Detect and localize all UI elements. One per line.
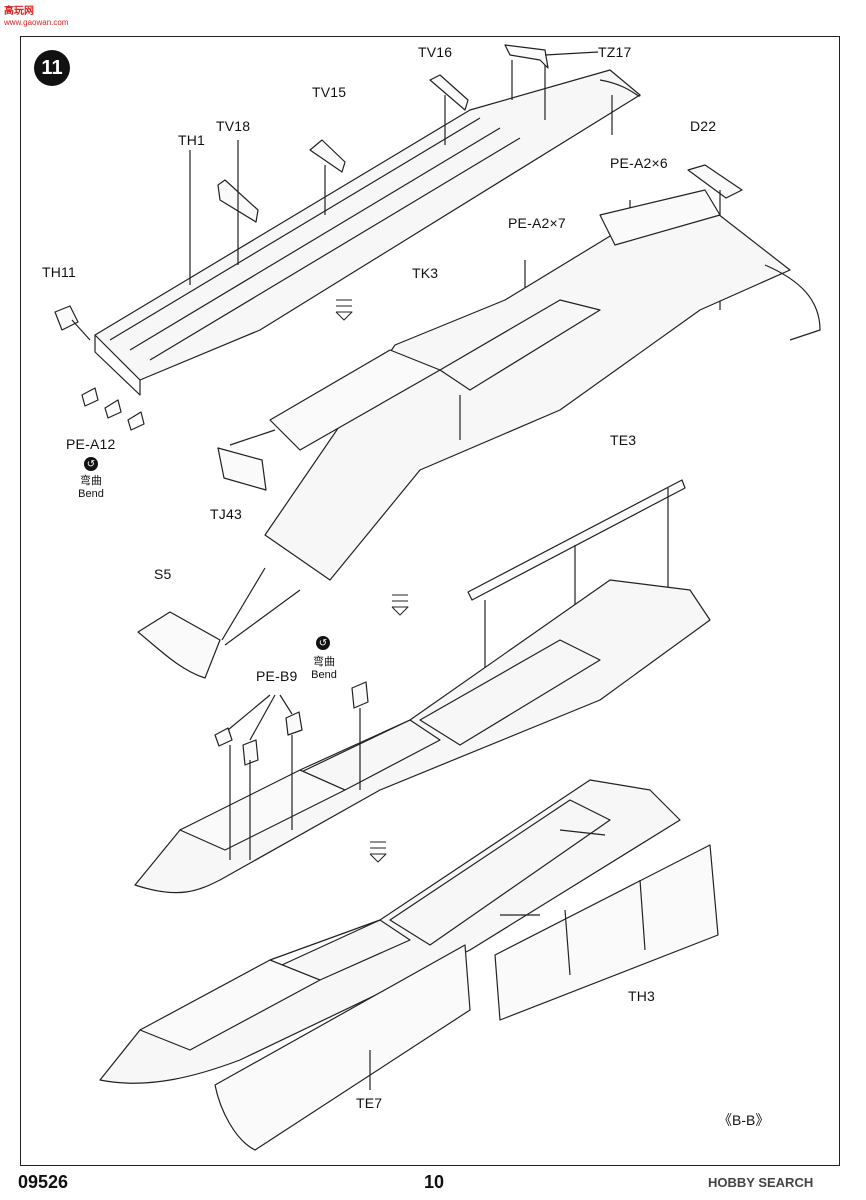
part-te7-shape bbox=[214, 944, 471, 1151]
label-tj43: TJ43 bbox=[210, 506, 242, 522]
label-tk3: TK3 bbox=[412, 265, 439, 281]
label-tv18: TV18 bbox=[216, 118, 251, 134]
page-number: 10 bbox=[424, 1172, 445, 1192]
bend-note-1: 弯曲 Bend bbox=[70, 475, 112, 501]
label-pe-a2x7: PE-A2×7 bbox=[508, 215, 566, 231]
bend-cn-1: 弯曲 bbox=[80, 475, 102, 487]
frame-stage3-drawing bbox=[134, 579, 711, 894]
bend-cn-2: 弯曲 bbox=[313, 656, 335, 668]
part-d22-shape bbox=[687, 164, 743, 199]
label-th3: TH3 bbox=[628, 988, 656, 1004]
label-s5: S5 bbox=[154, 566, 172, 582]
label-tz17: TZ17 bbox=[598, 44, 632, 60]
label-pe-b9: PE-B9 bbox=[256, 668, 298, 684]
bend-icon: ↺ bbox=[316, 636, 330, 650]
bend-en-1: Bend bbox=[78, 488, 104, 500]
label-pe-a12: PE-A12 bbox=[66, 436, 116, 452]
bend-icon: ↺ bbox=[84, 457, 98, 471]
part-th3-shape bbox=[494, 844, 719, 1021]
step-number-badge: 11 bbox=[34, 50, 70, 86]
part-tv16-shape bbox=[429, 74, 469, 111]
label-te7: TE7 bbox=[356, 1095, 383, 1111]
part-pe-b9-shapes bbox=[214, 681, 369, 766]
frame-th1-drawing bbox=[94, 69, 641, 396]
part-pe-a12-shapes bbox=[81, 387, 145, 431]
part-tz17-shape bbox=[504, 44, 549, 69]
label-te3: TE3 bbox=[610, 432, 637, 448]
label-tv15: TV15 bbox=[312, 84, 347, 100]
watermark-site: 高玩网 bbox=[4, 6, 34, 17]
frame-stage4-drawing bbox=[99, 779, 681, 1084]
instruction-frame bbox=[20, 36, 840, 1166]
part-tj43-shape bbox=[217, 447, 267, 491]
label-th1: TH1 bbox=[178, 132, 206, 148]
view-note: 《B-B》 bbox=[718, 1112, 770, 1128]
bend-note-2: 弯曲 Bend bbox=[303, 656, 345, 682]
frame-stage2-drawing bbox=[264, 189, 821, 581]
down-arrow-3 bbox=[369, 841, 387, 863]
part-th11-shape bbox=[54, 305, 79, 331]
label-pe-a2x6: PE-A2×6 bbox=[610, 155, 668, 171]
down-arrow-1 bbox=[335, 299, 353, 321]
label-d22: D22 bbox=[690, 118, 717, 134]
part-s5-shape bbox=[137, 611, 221, 679]
watermark-url: www.gaowan.com bbox=[4, 18, 69, 27]
kit-code: 09526 bbox=[18, 1172, 69, 1192]
brand-watermark: HOBBY SEARCH bbox=[708, 1175, 814, 1190]
down-arrow-2 bbox=[391, 594, 409, 616]
label-tv16: TV16 bbox=[418, 44, 453, 60]
part-tv15-shape bbox=[309, 139, 346, 173]
part-te3-shape bbox=[467, 479, 686, 601]
bend-en-2: Bend bbox=[311, 669, 337, 681]
label-th11: TH11 bbox=[42, 264, 76, 280]
